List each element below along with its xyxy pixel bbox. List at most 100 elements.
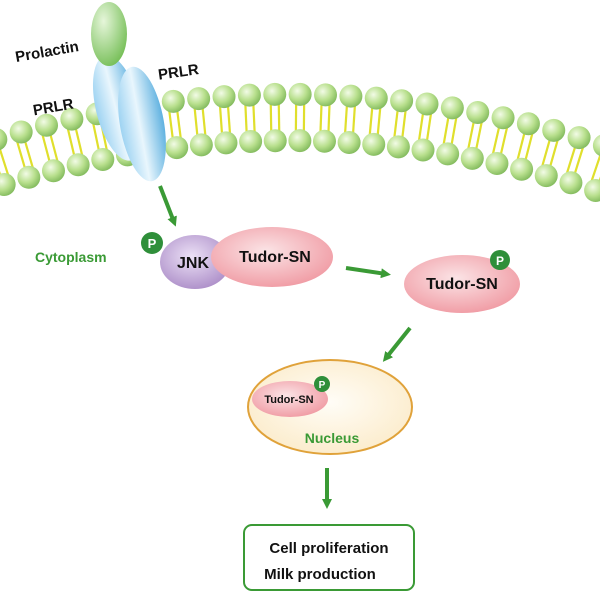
lipid-head-inner — [41, 159, 65, 183]
lipid-tail — [442, 117, 450, 145]
phospho-label-free: P — [496, 254, 504, 268]
tudor-sn-label-complex: Tudor-SN — [239, 249, 311, 266]
lipid-tail — [376, 107, 382, 135]
nucleus-label: Nucleus — [305, 430, 360, 446]
lipid-head-inner — [91, 148, 115, 172]
lipid-head-inner — [386, 135, 410, 159]
lipid-tail — [549, 139, 559, 167]
lipid-tail — [401, 110, 407, 138]
lipid-head-inner — [165, 136, 189, 160]
lipid-heads — [0, 82, 600, 202]
lipid-tail — [74, 128, 84, 156]
lipid-head-outer — [440, 96, 464, 120]
phospho-label-nuclear: P — [319, 380, 326, 391]
lipid-head-inner — [534, 164, 558, 188]
lipid-tail — [319, 104, 323, 132]
tudor-sn-node-nuclear — [252, 381, 328, 417]
lipid-tail — [252, 104, 256, 133]
lipid-tail — [16, 141, 26, 169]
lipid-head-inner — [436, 142, 460, 166]
lipid-tail — [92, 122, 100, 151]
lipid-tail — [176, 110, 182, 139]
cell-membrane — [0, 82, 600, 202]
lipid-head-inner — [559, 171, 583, 195]
lipid-head-outer — [9, 120, 33, 144]
lipid-head-inner — [584, 178, 600, 202]
lipid-head-inner — [263, 129, 287, 153]
arrow-free-to-nucleus — [382, 326, 412, 362]
lipid-head-outer — [0, 128, 8, 151]
lipid-tail — [41, 134, 51, 162]
lipid-tail — [201, 108, 207, 136]
lipid-head-outer — [592, 134, 600, 157]
lipid-head-outer — [415, 92, 439, 116]
lipid-tail — [352, 105, 356, 134]
lipid-head-inner — [485, 151, 509, 175]
tudor-sn-label-nuclear: Tudor-SN — [264, 394, 313, 406]
nucleus: Tudor-SN P Nucleus — [247, 359, 413, 455]
lipid-tail — [24, 141, 34, 169]
lipid-tail — [218, 105, 224, 134]
free-tudor-sn: Tudor-SN P — [404, 250, 520, 313]
lipid-tail — [327, 104, 331, 132]
tudor-sn-node-free — [404, 255, 520, 313]
lipid-tail — [168, 110, 174, 139]
jnk-node — [160, 235, 230, 289]
lipid-tail — [393, 110, 399, 138]
lipid-head-inner — [510, 157, 534, 181]
jnk-label: JNK — [177, 255, 209, 272]
cytoplasm-label: Cytoplasm — [35, 249, 107, 265]
prlr-right-label: PRLR — [157, 61, 200, 84]
lipid-head-inner — [337, 130, 361, 154]
jnk-tudor-complex: JNK Tudor-SN P — [141, 227, 333, 289]
lipid-head-outer — [187, 87, 211, 111]
lipid-tail — [244, 104, 248, 133]
lipid-tail — [368, 107, 374, 135]
lipid-head-inner — [214, 131, 238, 155]
lipid-head-inner — [312, 129, 336, 153]
lipid-head-outer — [567, 126, 591, 150]
prlr-right-subunit — [118, 66, 166, 182]
lipid-head-outer — [364, 86, 388, 110]
lipid-tail — [450, 117, 458, 145]
lipid-tail — [491, 127, 501, 155]
lipid-head-outer — [288, 82, 312, 106]
phospho-badge-nuclear — [314, 376, 330, 392]
outcome-milk-production: Milk production — [264, 566, 376, 583]
lipid-head-inner — [189, 133, 213, 157]
prlr-receptor — [92, 55, 166, 182]
lipid-tail — [226, 105, 232, 134]
lipid-head-inner — [239, 129, 263, 153]
lipid-tail — [66, 128, 76, 156]
lipid-head-inner — [460, 146, 484, 170]
phospho-badge-jnk — [141, 232, 163, 254]
outcome-box-frame — [243, 524, 415, 591]
lipid-head-inner — [66, 153, 90, 177]
lipid-head-outer — [390, 89, 414, 113]
tudor-sn-node-complex — [211, 227, 333, 287]
lipid-head-outer — [263, 82, 287, 106]
arrow-complex-to-free — [345, 266, 391, 279]
lipid-head-inner — [17, 165, 41, 189]
lipid-tail — [467, 121, 475, 150]
lipid-head-outer — [161, 89, 185, 113]
lipid-tail — [573, 146, 585, 174]
lipid-tail — [425, 113, 433, 141]
prolactin-label: Prolactin — [14, 38, 80, 66]
lipid-head-outer — [60, 107, 84, 131]
tudor-sn-label-free: Tudor-SN — [426, 276, 498, 293]
lipid-head-outer — [516, 112, 540, 136]
lipid-tail — [475, 121, 483, 150]
lipid-head-inner — [411, 138, 435, 162]
lipid-tail — [0, 148, 10, 176]
lipid-head-inner — [288, 129, 312, 153]
lipid-tail — [193, 108, 199, 136]
outcome-cell-proliferation: Cell proliferation — [269, 540, 388, 557]
lipid-tail — [49, 134, 59, 162]
lipid-head-outer — [212, 85, 236, 109]
lipid-head-inner — [362, 132, 386, 156]
lipid-tail — [344, 105, 348, 134]
lipid-head-outer — [339, 84, 363, 108]
